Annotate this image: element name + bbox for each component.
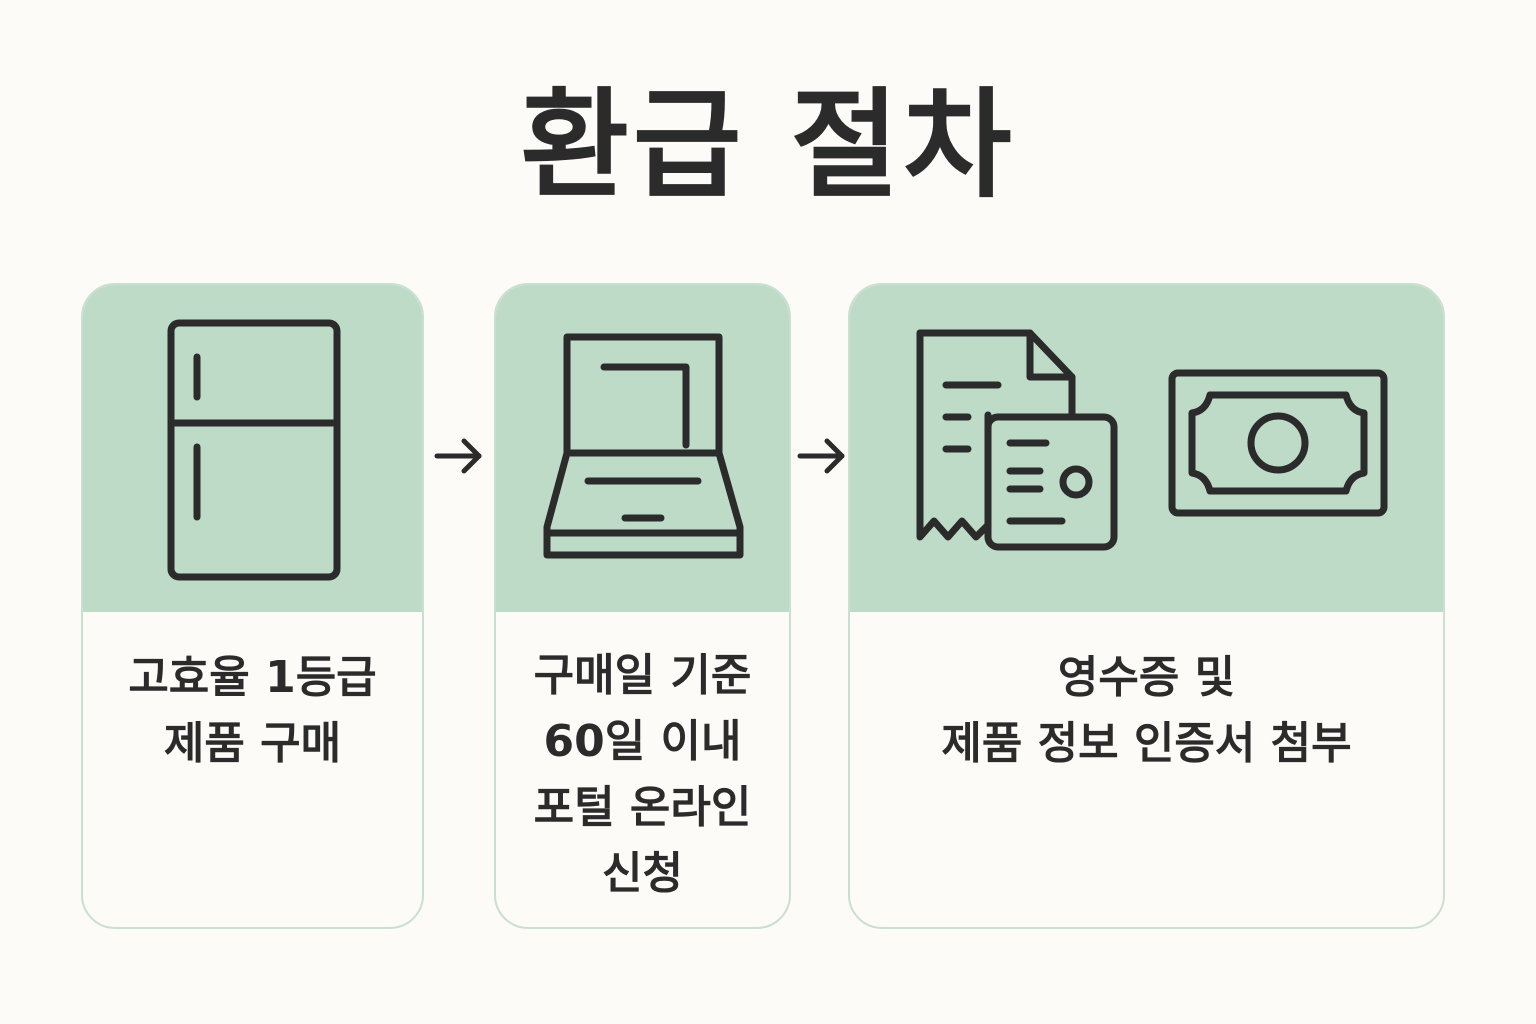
step-text-line: 신청 <box>602 848 683 899</box>
step-text-line: 제품 정보 인증서 첨부 <box>941 718 1352 769</box>
arrow-right-icon <box>797 438 845 474</box>
step-text-line: 60일 이내 <box>543 716 742 767</box>
laptop-icon <box>543 333 744 559</box>
arrow-right-icon <box>434 438 482 474</box>
banknote-icon <box>1168 369 1388 517</box>
step-card-apply: 구매일 기준 60일 이내 포털 온라인 신청 <box>494 283 791 929</box>
step-text-line: 포털 온라인 <box>533 782 752 833</box>
card-header <box>83 285 422 612</box>
step-card-documents: 영수증 및 제품 정보 인증서 첨부 <box>848 283 1445 929</box>
receipt-document-icon <box>916 329 1118 551</box>
step-text-line: 영수증 및 <box>1057 652 1236 703</box>
step-text-line: 제품 구매 <box>163 718 342 769</box>
step-text-line: 구매일 기준 <box>533 650 752 701</box>
step-text-line: 고효율 1등급 <box>128 652 377 703</box>
step-card-purchase: 고효율 1등급 제품 구매 <box>81 283 424 929</box>
step-text: 영수증 및 제품 정보 인증서 첨부 <box>850 645 1443 777</box>
page-title: 환급 절차 <box>520 76 1016 214</box>
step-text: 고효율 1등급 제품 구매 <box>83 645 422 777</box>
refrigerator-icon <box>167 319 341 581</box>
step-text: 구매일 기준 60일 이내 포털 온라인 신청 <box>496 643 789 907</box>
